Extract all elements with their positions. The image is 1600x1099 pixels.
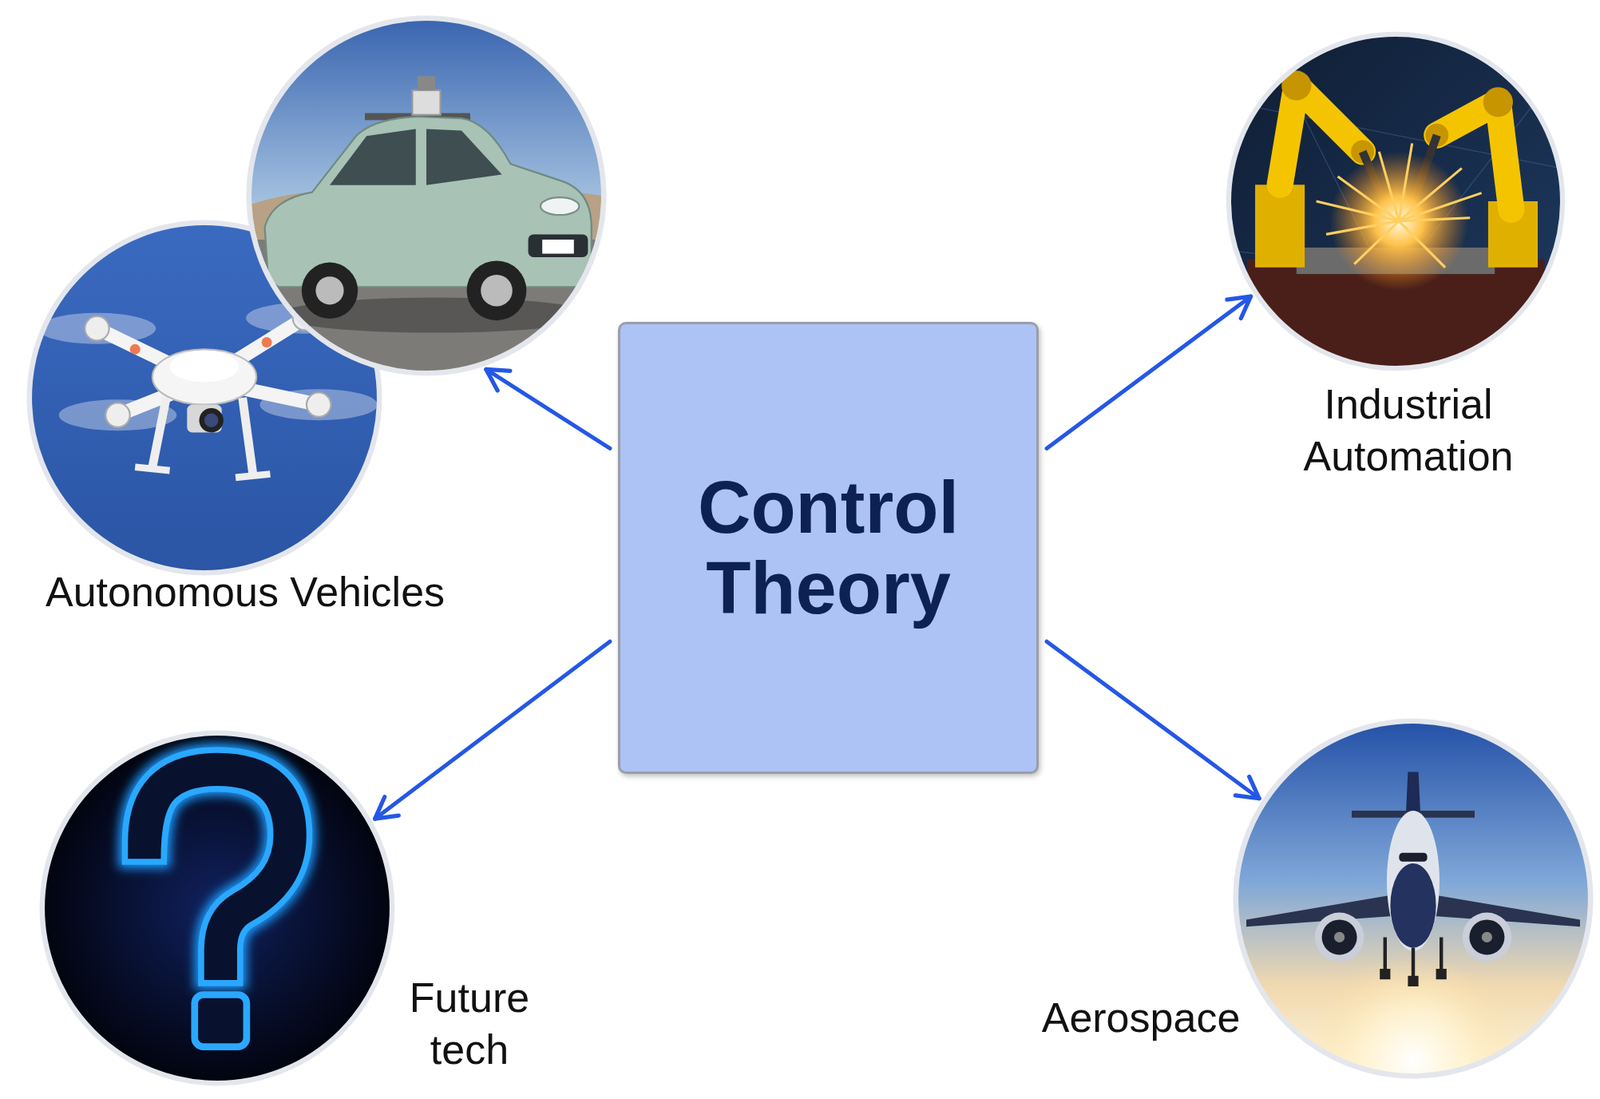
wheels [1379, 968, 1447, 987]
label-wrap: Future tech [385, 971, 554, 1076]
lens [204, 413, 218, 428]
node-label: Autonomous Vehicles [45, 566, 445, 618]
wheel [467, 260, 527, 321]
arrow-connector [486, 368, 610, 448]
future-node: Future tech [43, 734, 391, 1082]
car-body [265, 116, 592, 287]
node-label: Aerospace [1041, 991, 1241, 1044]
node-label: Industrial Automation [1276, 378, 1541, 483]
roof-sensor [411, 90, 440, 115]
label-wrap: Aerospace [1041, 991, 1241, 1044]
hub [480, 274, 513, 307]
feet [134, 467, 270, 478]
automation-node: Industrial Automation [1230, 35, 1561, 367]
car-illustration [249, 18, 604, 381]
robot-arm [1230, 43, 1260, 135]
landing-gear [1385, 936, 1442, 979]
engine [1462, 912, 1513, 963]
circle-border [42, 732, 393, 1083]
cockpit [1398, 852, 1427, 862]
lidar [417, 75, 436, 91]
spinner [1481, 931, 1493, 943]
joint [1483, 87, 1513, 117]
aerospace-node: Aerospace [1237, 722, 1589, 1074]
drone-shell [170, 350, 240, 382]
circle-border [1228, 34, 1563, 369]
side-window [329, 128, 416, 185]
wheel [301, 262, 358, 319]
camera [198, 407, 223, 432]
plane-illustration [1235, 720, 1591, 1099]
concept-box: Control Theory [617, 321, 1039, 774]
circle-border [249, 18, 604, 373]
grille [528, 233, 589, 258]
fuselage [1386, 810, 1440, 951]
circle-border [1235, 720, 1591, 1076]
engine [1314, 912, 1365, 963]
arrow-connector [1046, 641, 1260, 799]
neon-glow [144, 768, 290, 963]
hub [315, 276, 344, 305]
question-illustration [42, 732, 393, 1083]
arrow-connector [375, 641, 610, 819]
label-wrap: Industrial Automation [1276, 378, 1541, 483]
arrow-connector [1046, 296, 1252, 448]
background [43, 734, 391, 1082]
drone-illustration [29, 222, 380, 573]
vehicles-node: Autonomous Vehicles [250, 19, 602, 372]
headlight [540, 197, 579, 215]
robot-arm [1279, 85, 1363, 185]
question-mark [144, 768, 290, 963]
sparks [1316, 143, 1482, 268]
label-wrap: Autonomous Vehicles [45, 566, 445, 618]
engine-intake [1322, 918, 1358, 955]
circle-border [29, 222, 380, 573]
robot-illustration [1228, 34, 1563, 375]
sky [31, 224, 378, 571]
node-label: Future tech [385, 971, 554, 1076]
spinner [1334, 931, 1345, 943]
engine-intake [1469, 918, 1505, 955]
drone-body [152, 348, 257, 404]
legs [152, 397, 254, 474]
drone-arms [96, 317, 319, 416]
question-dot [194, 994, 247, 1047]
box-title: Control Theory [653, 467, 1005, 629]
windshield [426, 128, 503, 185]
belly [1390, 863, 1436, 948]
neon-outline [144, 768, 290, 963]
plate [542, 239, 575, 254]
